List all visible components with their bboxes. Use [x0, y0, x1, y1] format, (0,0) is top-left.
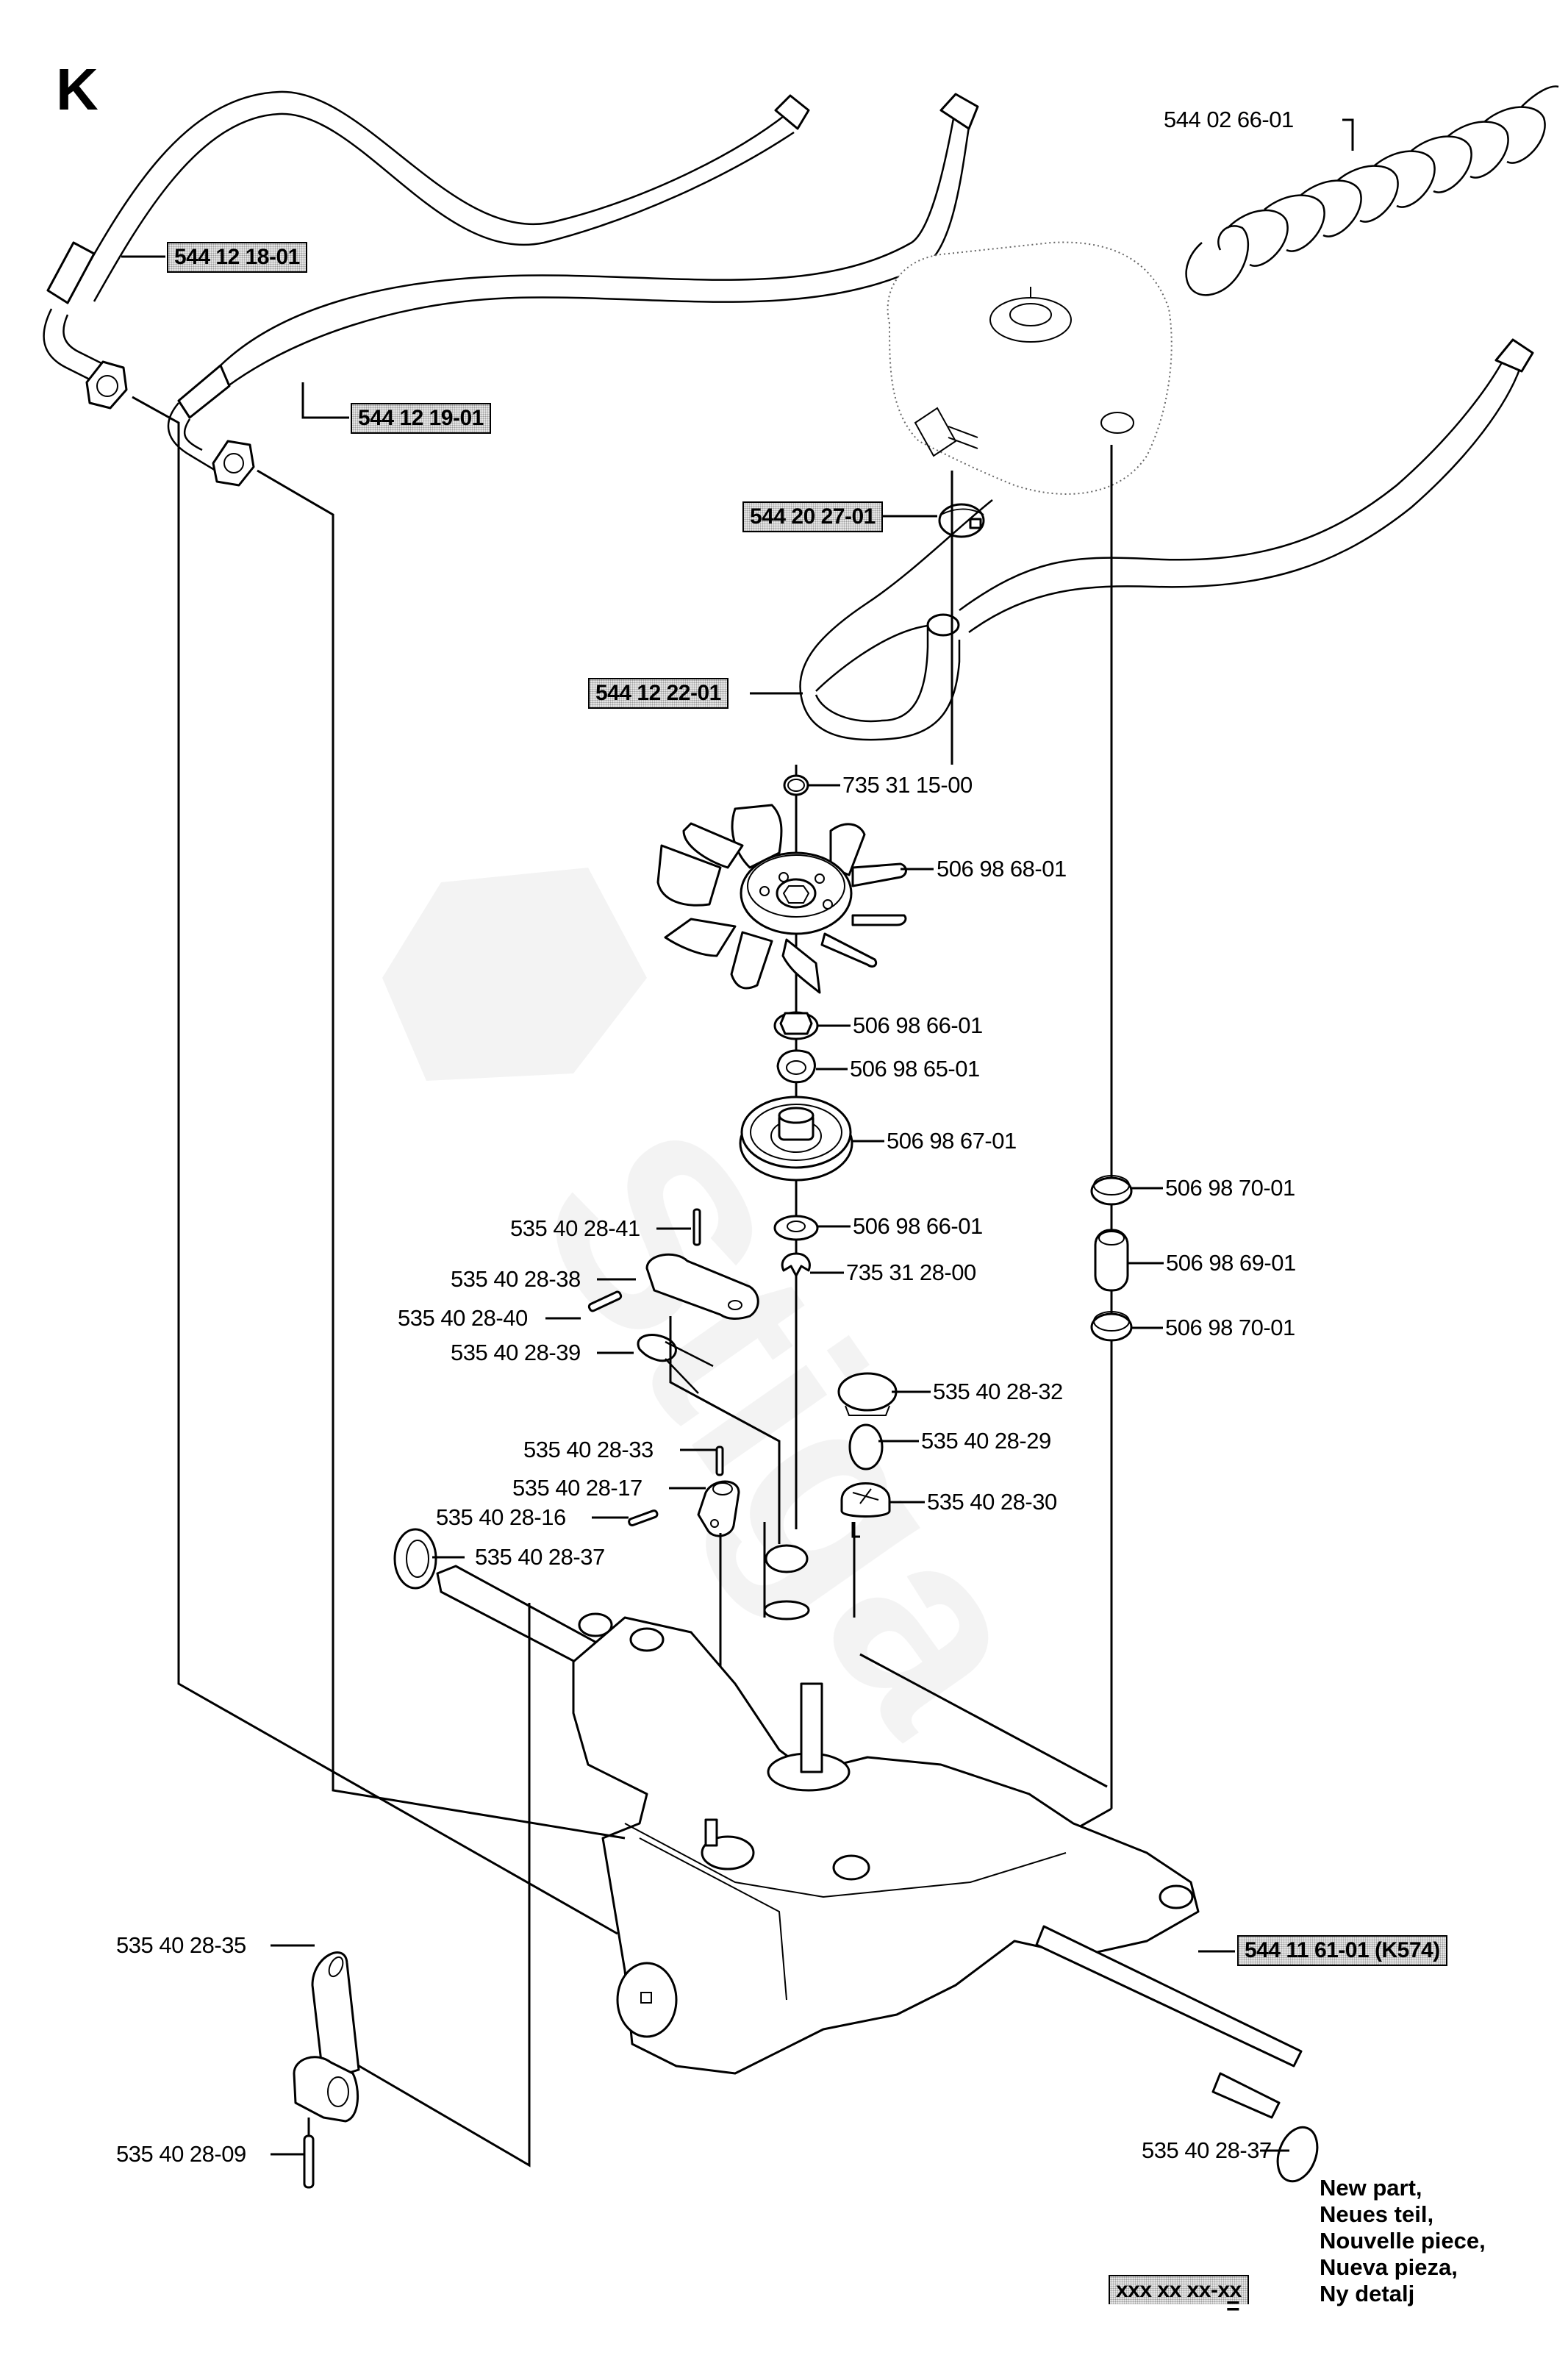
- legend-text: New part, Neues teil, Nouvelle piece, Nu…: [1320, 2175, 1486, 2307]
- part-label-pin-40[interactable]: 535 40 28-40: [398, 1305, 528, 1331]
- reservoir-hose-drawing: [799, 338, 1534, 741]
- part-label-hose-left[interactable]: 544 12 18-01: [167, 242, 307, 273]
- legend-equals: =: [1226, 2293, 1240, 2319]
- spiral-spring-drawing: [1185, 85, 1559, 296]
- part-label-pin-41[interactable]: 535 40 28-41: [510, 1215, 640, 1241]
- part-label-bushing-top[interactable]: 506 98 70-01: [1165, 1175, 1295, 1201]
- part-label-retaining-ring[interactable]: 735 31 15-00: [842, 772, 973, 798]
- part-label-hose-middle[interactable]: 544 12 19-01: [351, 403, 491, 434]
- part-label-spiral-spring[interactable]: 544 02 66-01: [1164, 107, 1294, 132]
- hose-middle-drawing: [167, 93, 979, 487]
- legend-line-es: Nueva pieza,: [1320, 2254, 1458, 2280]
- part-label-arm-38[interactable]: 535 40 28-38: [451, 1266, 581, 1292]
- part-label-cap-32[interactable]: 535 40 28-32: [933, 1379, 1063, 1404]
- part-label-bushing-bottom[interactable]: 506 98 70-01: [1165, 1315, 1295, 1340]
- legend-line-sv: Ny detalj: [1320, 2281, 1415, 2306]
- legend-sample-box: xxx xx xx-xx: [1109, 2275, 1249, 2304]
- part-label-lever-35[interactable]: 535 40 28-35: [116, 1932, 246, 1958]
- control-arm-drawing: [587, 1208, 781, 1544]
- part-label-spacer[interactable]: 506 98 66-01: [853, 1213, 983, 1239]
- part-label-pin-09[interactable]: 535 40 28-09: [116, 2141, 246, 2167]
- part-label-arm-17[interactable]: 535 40 28-17: [512, 1475, 642, 1501]
- part-label-hose-clamp[interactable]: 544 20 27-01: [742, 501, 883, 532]
- part-label-transaxle[interactable]: 544 11 61-01 (K574): [1237, 1935, 1447, 1966]
- part-label-fan-nut[interactable]: 506 98 66-01: [853, 1012, 983, 1038]
- part-label-disc-29[interactable]: 535 40 28-29: [921, 1428, 1051, 1454]
- bypass-knob-stack-drawing: [837, 1372, 898, 1538]
- part-label-pin-16[interactable]: 535 40 28-16: [436, 1504, 566, 1530]
- part-label-washer[interactable]: 506 98 65-01: [850, 1056, 980, 1082]
- part-label-pin-33[interactable]: 535 40 28-33: [523, 1437, 654, 1462]
- center-stack-drawing: [656, 765, 907, 1529]
- part-label-knob-30[interactable]: 535 40 28-30: [927, 1489, 1057, 1515]
- right-stack-drawing: [1006, 445, 1133, 1869]
- hose-left-drawing: [43, 90, 810, 410]
- part-label-seal-left[interactable]: 535 40 28-37: [475, 1544, 605, 1570]
- hose-clamp-drawing: [938, 503, 985, 538]
- bypass-arm-drawing: [628, 1445, 740, 1779]
- part-label-cooling-fan[interactable]: 506 98 68-01: [937, 856, 1067, 882]
- assembly-leader-lines: [132, 396, 1108, 2168]
- part-label-reservoir-hose[interactable]: 544 12 22-01: [588, 678, 728, 709]
- part-label-seal-right[interactable]: 535 40 28-37: [1142, 2137, 1272, 2163]
- section-letter: K: [56, 57, 99, 122]
- legend-line-de: Neues teil,: [1320, 2201, 1434, 2227]
- part-label-pulley[interactable]: 506 98 67-01: [887, 1128, 1017, 1154]
- transaxle-drawing: [572, 1544, 1319, 2183]
- part-label-e-clip[interactable]: 735 31 28-00: [846, 1259, 976, 1285]
- legend-line-fr: Nouvelle piece,: [1320, 2228, 1486, 2254]
- part-label-sleeve[interactable]: 506 98 69-01: [1166, 1250, 1296, 1276]
- part-label-spring-39[interactable]: 535 40 28-39: [451, 1340, 581, 1365]
- lever-drawing: [293, 1951, 360, 2189]
- oil-reservoir-drawing: [887, 241, 1173, 495]
- legend-line-en: New part,: [1320, 2175, 1422, 2201]
